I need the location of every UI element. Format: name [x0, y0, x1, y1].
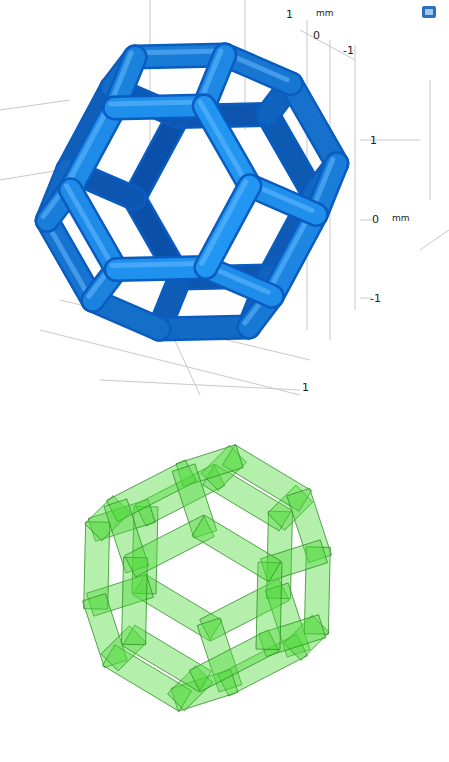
green-unit-cell: [83, 445, 332, 712]
axis-tick-label: mm: [316, 9, 334, 18]
axis-tick-label: 0: [313, 30, 320, 41]
strut: [200, 102, 250, 186]
axis-tick-label: 1: [370, 135, 377, 146]
axis-tick-label: 0: [372, 214, 379, 225]
axis-tick-label: -1: [343, 45, 354, 56]
strut: [110, 102, 204, 108]
strut: [202, 182, 250, 268]
strut: [67, 186, 117, 270]
axis-tick-label: mm: [392, 214, 410, 223]
axis-tick-label: 1: [302, 382, 309, 393]
strut: [192, 515, 281, 582]
view-icon: [422, 6, 436, 18]
axis-tick-label: 1: [286, 9, 293, 20]
strut: [112, 263, 206, 269]
blue-unit-cell: [43, 51, 337, 329]
axis-grid: [0, 0, 449, 395]
axis-tick-label: -1: [370, 293, 381, 304]
